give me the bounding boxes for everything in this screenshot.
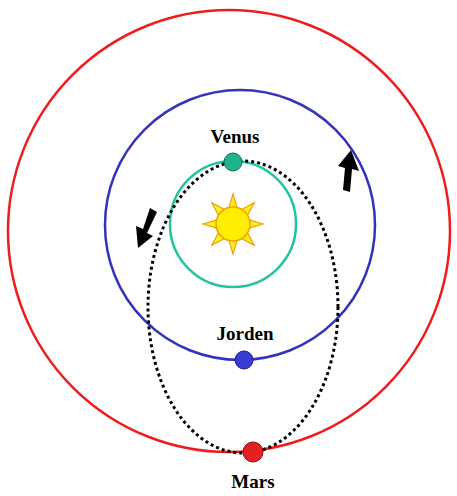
mars-planet — [243, 442, 263, 462]
planet-label: Mars — [231, 471, 274, 492]
sun-symbol — [203, 194, 263, 254]
mars-orbit — [8, 10, 450, 452]
venus-planet — [224, 153, 242, 171]
transfer-orbit — [148, 161, 338, 453]
planet-label: Jorden — [217, 324, 274, 345]
direction-arrow — [136, 208, 157, 248]
planet-label: Venus — [211, 127, 260, 148]
direction-arrow — [338, 150, 359, 192]
earth-orbit — [105, 90, 375, 360]
earth-planet — [235, 351, 253, 369]
venus-orbit — [170, 161, 296, 287]
sun-disc — [216, 207, 250, 241]
